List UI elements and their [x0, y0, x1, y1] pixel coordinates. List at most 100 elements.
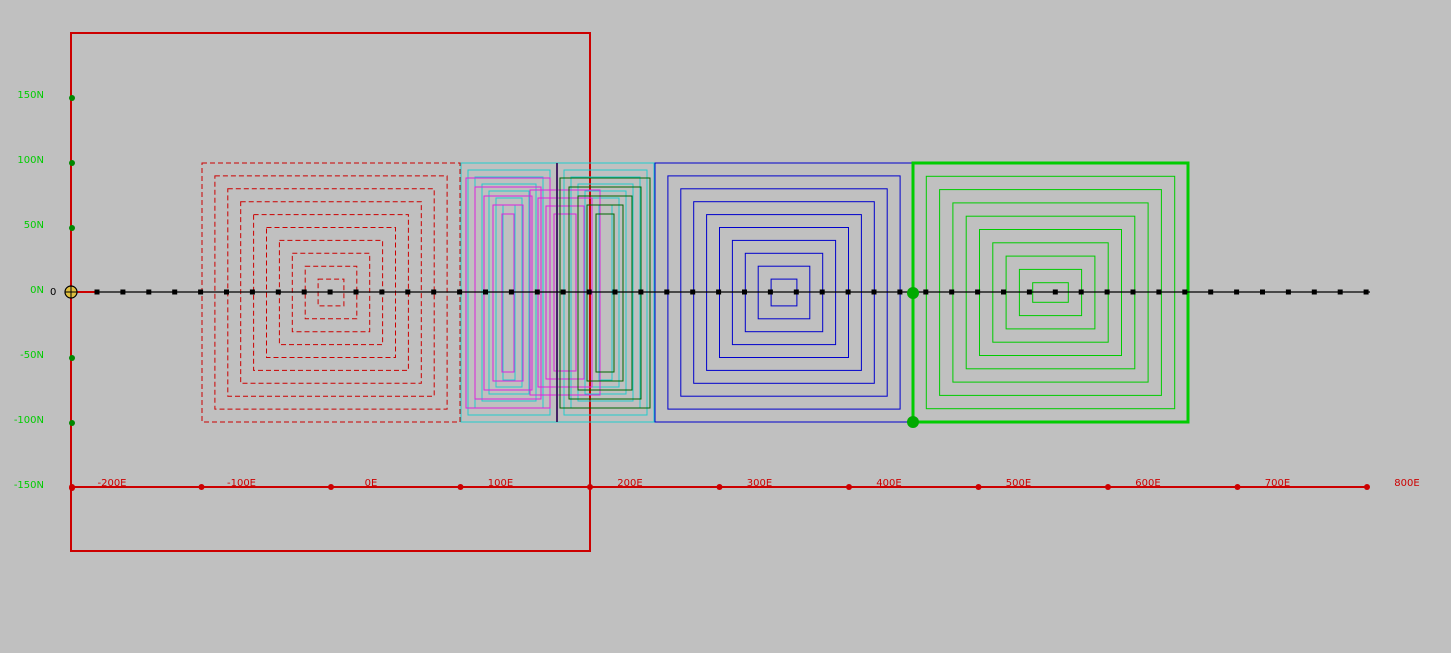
survey-point[interactable] [897, 289, 903, 295]
x-axis-label: 0E [365, 478, 378, 489]
x-axis-label: -200E [97, 478, 126, 489]
spiral-ring [559, 177, 651, 409]
y-axis-label: -100N [14, 415, 44, 426]
x-axis-ticks [69, 484, 1370, 490]
survey-point[interactable] [819, 289, 825, 295]
y-axis-tick-dot [69, 420, 75, 426]
survey-point[interactable] [172, 289, 178, 295]
survey-point[interactable] [405, 289, 411, 295]
survey-point[interactable] [1052, 289, 1058, 295]
survey-point[interactable] [534, 289, 540, 295]
survey-point[interactable] [1026, 289, 1032, 295]
y-axis-label: 50N [24, 220, 44, 231]
survey-point[interactable] [483, 289, 488, 295]
x-axis-labels: -200E -100E 0E 100E 200E 300E 400E 500E 600E 700E… [97, 478, 1419, 489]
x-axis-tick-dot [328, 484, 334, 490]
survey-point[interactable] [1260, 289, 1265, 295]
x-axis-tick-dot [1105, 484, 1111, 490]
survey-point[interactable] [742, 289, 747, 295]
survey-point[interactable] [198, 289, 204, 295]
survey-point[interactable] [301, 289, 307, 295]
survey-point[interactable] [1234, 289, 1240, 295]
survey-point[interactable] [1363, 289, 1369, 295]
survey-point[interactable] [327, 289, 333, 295]
survey-point[interactable] [845, 289, 851, 295]
survey-point[interactable] [146, 289, 152, 295]
survey-point[interactable] [457, 289, 463, 295]
survey-point[interactable] [586, 289, 592, 295]
survey-point[interactable] [664, 289, 670, 295]
survey-point[interactable] [1285, 289, 1291, 295]
y-axis-tick-dot [69, 225, 75, 231]
origin-label: 0 [50, 287, 56, 298]
survey-point[interactable] [1156, 289, 1162, 295]
x-axis-label: 600E [1135, 478, 1160, 489]
spiral-ring [483, 195, 533, 391]
x-axis-label: 500E [1006, 478, 1031, 489]
survey-point[interactable] [431, 289, 437, 295]
survey-point[interactable] [560, 289, 566, 295]
x-axis-label: 400E [876, 478, 901, 489]
x-axis-tick-dot [587, 484, 593, 490]
y-axis-label: 100N [17, 155, 44, 166]
survey-point[interactable] [612, 289, 618, 295]
x-axis-tick-dot [198, 484, 205, 490]
y-axis-tick-dot [69, 160, 75, 166]
survey-point[interactable] [767, 289, 773, 295]
survey-point[interactable] [1208, 289, 1214, 295]
survey-point[interactable] [1337, 289, 1343, 295]
y-axis-label: 0N [30, 285, 44, 296]
survey-point[interactable] [1130, 289, 1136, 295]
x-axis-tick-dot [1364, 484, 1370, 490]
survey-point[interactable] [1182, 289, 1188, 295]
survey-points[interactable] [94, 289, 1369, 295]
x-axis-tick-dot [975, 484, 982, 490]
x-axis-label: 100E [488, 478, 513, 489]
survey-point[interactable] [275, 289, 281, 295]
survey-point[interactable] [638, 289, 644, 295]
x-axis-label: -100E [227, 478, 256, 489]
x-axis-label: 200E [617, 478, 642, 489]
survey-point[interactable] [94, 289, 100, 295]
x-axis-label: 800E [1394, 478, 1419, 489]
survey-point[interactable] [923, 289, 929, 295]
y-axis-tick-dot [69, 355, 75, 361]
survey-point[interactable] [690, 289, 696, 295]
survey-point[interactable] [1311, 289, 1317, 295]
survey-point[interactable] [1104, 289, 1110, 295]
spiral-ring [304, 265, 358, 320]
y-axis-label: -150N [14, 480, 44, 491]
x-axis-tick-dot [716, 484, 723, 490]
dark-green-spiral[interactable] [559, 177, 651, 409]
spiral-ring [568, 186, 642, 400]
x-axis-tick-dot [69, 484, 75, 490]
survey-point[interactable] [249, 289, 255, 295]
y-axis-label: 150N [17, 90, 44, 101]
survey-point[interactable] [508, 289, 514, 295]
green-handle-bottom[interactable] [907, 416, 919, 428]
survey-point[interactable] [793, 289, 799, 295]
survey-point[interactable] [1001, 289, 1006, 295]
survey-point[interactable] [871, 289, 877, 295]
survey-point[interactable] [224, 289, 229, 295]
survey-point[interactable] [1078, 289, 1084, 295]
y-axis-label: -50N [20, 350, 44, 361]
green-handle-top[interactable] [907, 287, 919, 299]
spiral-ring [577, 195, 633, 391]
survey-point[interactable] [120, 289, 126, 295]
survey-point[interactable] [353, 289, 359, 295]
spiral-ring [474, 186, 542, 400]
x-axis-label: 700E [1265, 478, 1290, 489]
spiral-ring [501, 213, 515, 373]
x-axis-tick-dot [1234, 484, 1241, 490]
survey-point[interactable] [379, 289, 385, 295]
survey-point[interactable] [975, 289, 981, 295]
survey-point[interactable] [716, 289, 722, 295]
spiral-ring [492, 204, 524, 382]
x-axis-label: 300E [747, 478, 772, 489]
x-axis-tick-dot [846, 484, 852, 490]
survey-point[interactable] [949, 289, 955, 295]
spiral-ring [465, 177, 551, 409]
magenta-spiral-1[interactable] [465, 177, 551, 409]
